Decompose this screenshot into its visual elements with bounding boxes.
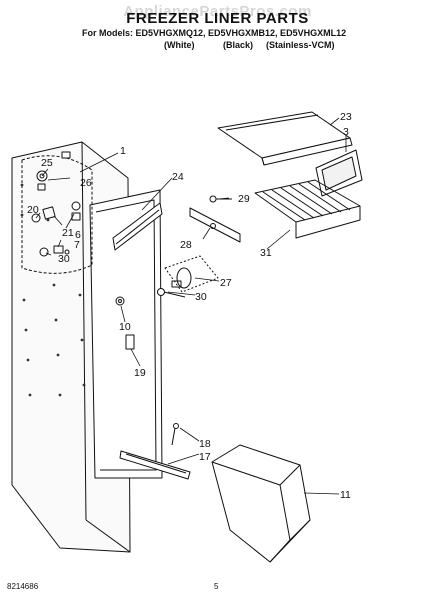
callout-31: 31 xyxy=(260,247,272,259)
wire-shelf-part-31 xyxy=(254,179,361,239)
callout-11: 11 xyxy=(340,489,351,501)
clip-part-10 xyxy=(115,296,125,306)
screw-part-30 xyxy=(157,288,186,298)
part-number: 8214686 xyxy=(7,582,39,591)
callout-28: 28 xyxy=(180,239,192,251)
callout-29: 29 xyxy=(238,193,250,205)
callout-25: 25 xyxy=(41,157,53,169)
color-stainless-label: (Stainless-VCM) xyxy=(266,40,335,50)
color-white-label: (White) xyxy=(164,40,195,50)
callout-17: 17 xyxy=(199,451,211,463)
shelf-part-23 xyxy=(217,111,353,166)
callout-30-lower: 30 xyxy=(195,291,207,303)
callout-18: 18 xyxy=(199,438,211,450)
bracket-part-28 xyxy=(189,207,241,243)
callout-6: 6 xyxy=(75,229,81,241)
watermark-text: AppliancePartsPros.com xyxy=(123,3,312,20)
model-numbers: ED5VHGXMQ12, ED5VHGXMB12, ED5VHGXML12 xyxy=(135,28,347,38)
callout-numbers: 1 23 3 24 25 26 20 21 6 7 30 29 28 31 27… xyxy=(27,111,352,501)
screw-part-18 xyxy=(171,423,179,446)
leader-lines xyxy=(35,117,347,495)
callout-7: 7 xyxy=(74,239,80,251)
callout-1: 1 xyxy=(120,145,126,157)
model-list: For Models: ED5VHGXMQ12, ED5VHGXMB12, ED… xyxy=(82,28,346,38)
callout-3: 3 xyxy=(343,126,349,138)
control-part-27 xyxy=(164,255,219,293)
trim-part-3 xyxy=(315,149,363,197)
callout-23: 23 xyxy=(340,111,352,123)
callout-24: 24 xyxy=(172,171,184,183)
panel-part-24 xyxy=(112,202,163,251)
callout-26: 26 xyxy=(80,177,92,189)
liner-part-1 xyxy=(11,141,163,553)
bin-part-11 xyxy=(211,444,311,563)
callout-27: 27 xyxy=(220,277,232,289)
callout-20: 20 xyxy=(27,204,39,216)
clip-part-19 xyxy=(125,334,135,350)
color-black-label: (Black) xyxy=(223,40,254,50)
page-title: FREEZER LINER PARTS xyxy=(126,10,309,27)
callout-10: 10 xyxy=(119,321,131,333)
callout-30-upper: 30 xyxy=(58,253,70,265)
trim-part-17 xyxy=(119,450,191,480)
for-models-label: For Models: xyxy=(82,28,133,38)
callout-21: 21 xyxy=(62,227,74,239)
page-number: 5 xyxy=(214,582,219,591)
callout-19: 19 xyxy=(134,367,146,379)
